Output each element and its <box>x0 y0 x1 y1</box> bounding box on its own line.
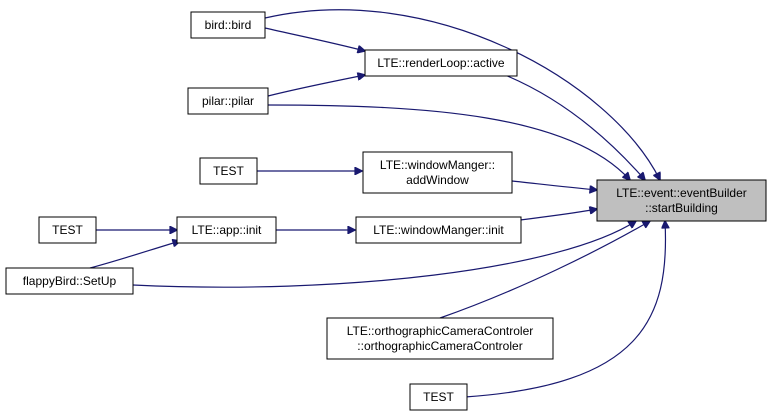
node-test-3-label: TEST <box>423 390 454 404</box>
edge-flappy-to-startbuilding <box>132 221 636 288</box>
node-test-3[interactable]: TEST <box>409 383 468 411</box>
edge-pilar-to-startbuilding <box>267 104 630 180</box>
node-wm-init[interactable]: LTE::windowManger::init <box>355 216 522 244</box>
edge-bird-to-renderactive <box>264 27 365 51</box>
edges <box>89 9 666 398</box>
node-start-building-line-1: LTE::event::eventBuilder <box>616 186 747 200</box>
node-pilar[interactable]: pilar::pilar <box>187 87 269 115</box>
node-add-window[interactable]: LTE::windowManger:: addWindow <box>362 151 513 194</box>
edge-pilar-to-renderactive <box>267 75 365 97</box>
edge-addwindow-to-startbuilding <box>511 180 597 190</box>
edge-bird-to-startbuilding <box>264 9 660 180</box>
node-test-2[interactable]: TEST <box>38 216 97 244</box>
node-pilar-label: pilar::pilar <box>202 94 254 108</box>
edge-ortho-to-startbuilding <box>439 221 650 319</box>
node-bird-label: bird::bird <box>205 18 252 32</box>
node-test-1-label: TEST <box>213 164 244 178</box>
node-start-building[interactable]: LTE::event::eventBuilder ::startBuilding <box>596 179 767 222</box>
node-render-active[interactable]: LTE::renderLoop::active <box>364 49 518 77</box>
node-ortho-line-1: LTE::orthographicCameraControler <box>347 324 534 338</box>
node-bird[interactable]: bird::bird <box>190 11 266 39</box>
node-flappy-setup[interactable]: flappyBird::SetUp <box>5 267 134 295</box>
node-test-2-label: TEST <box>52 223 83 237</box>
node-ortho-line-2: ::orthographicCameraControler <box>357 339 522 353</box>
node-app-init-label: LTE::app::init <box>192 223 262 237</box>
node-flappy-setup-label: flappyBird::SetUp <box>23 274 117 288</box>
node-add-window-line-1: LTE::windowManger:: <box>380 158 495 172</box>
node-start-building-line-2: ::startBuilding <box>645 201 718 215</box>
edge-test3-to-startbuilding <box>464 221 666 398</box>
edge-renderactive-to-startbuilding <box>504 74 645 180</box>
node-ortho[interactable]: LTE::orthographicCameraControler ::ortho… <box>326 317 554 360</box>
node-wm-init-label: LTE::windowManger::init <box>373 223 504 237</box>
node-add-window-line-2: addWindow <box>406 173 469 187</box>
node-app-init[interactable]: LTE::app::init <box>176 216 277 244</box>
node-render-active-label: LTE::renderLoop::active <box>377 56 505 70</box>
node-test-1[interactable]: TEST <box>199 157 258 185</box>
edge-flappy-to-appinit <box>89 241 180 269</box>
edge-wminit-to-startbuilding <box>519 209 597 221</box>
